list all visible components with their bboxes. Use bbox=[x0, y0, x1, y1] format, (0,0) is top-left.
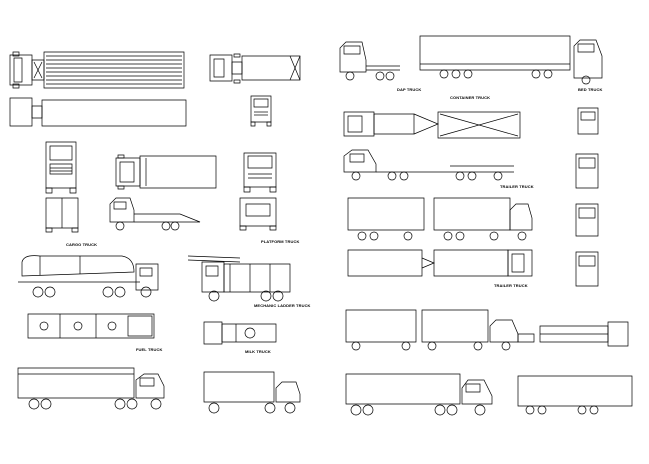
tanker-truck-side-view bbox=[18, 256, 158, 297]
cargo-truck-top-view-2 bbox=[116, 155, 216, 189]
semi-trailer-truck-2 bbox=[204, 372, 300, 413]
truck-front-view-3 bbox=[576, 154, 598, 188]
label-fuel-truck: FUEL TRUCK bbox=[136, 347, 163, 352]
semi-trailer-truck-1 bbox=[18, 368, 164, 409]
label-container-truck: CONTAINER TRUCK bbox=[450, 95, 491, 100]
semi-trailer-truck-4 bbox=[518, 376, 632, 414]
trailer-truck-top-view-2 bbox=[348, 250, 532, 276]
mechanic-ladder-truck-side-view bbox=[188, 256, 290, 301]
container-truck-side-view bbox=[420, 36, 602, 84]
platform-truck-rear-view bbox=[240, 198, 276, 230]
label-cargo-truck: CARGO TRUCK bbox=[66, 242, 98, 247]
fuel-truck-top-view bbox=[28, 314, 154, 338]
milk-truck-top-view bbox=[204, 322, 276, 344]
chassis-top-view bbox=[540, 322, 628, 346]
semi-trailer-truck-3 bbox=[346, 374, 492, 415]
trailer-truck-top-view bbox=[344, 112, 520, 138]
label-trailer-truck-2: TRAILER TRUCK bbox=[494, 283, 528, 288]
truck-front-view-1 bbox=[251, 96, 271, 126]
label-trailer-truck: TRAILER TRUCK bbox=[500, 184, 534, 189]
cargo-truck-rear-view bbox=[46, 198, 78, 232]
box-truck-top-view bbox=[10, 98, 186, 126]
label-platform-truck: PLATFORM TRUCK bbox=[261, 239, 300, 244]
truck-front-view-5 bbox=[576, 252, 598, 286]
label-milk-truck: MILK TRUCK bbox=[245, 349, 271, 354]
label-mechanic-ladder-truck: MECHANIC LADDER TRUCK bbox=[254, 303, 311, 308]
cargo-truck-front-view bbox=[46, 142, 76, 193]
lowboy-trailer-truck-side-view bbox=[344, 150, 514, 180]
drawbar-trailer-truck-1 bbox=[348, 198, 532, 240]
label-bed-truck: BED TRUCK bbox=[578, 87, 603, 92]
drawbar-trailer-truck-2 bbox=[346, 310, 534, 350]
truck-front-view-2 bbox=[578, 108, 598, 134]
platform-truck-front-view bbox=[244, 153, 276, 192]
truck-front-view-4 bbox=[576, 204, 598, 236]
label-dap-truck: DAP TRUCK bbox=[397, 87, 422, 92]
platform-truck-top-view bbox=[210, 54, 300, 83]
cargo-truck-top-view bbox=[10, 52, 184, 88]
dap-truck-side-view bbox=[340, 42, 400, 80]
platform-truck-side-view bbox=[110, 198, 200, 230]
